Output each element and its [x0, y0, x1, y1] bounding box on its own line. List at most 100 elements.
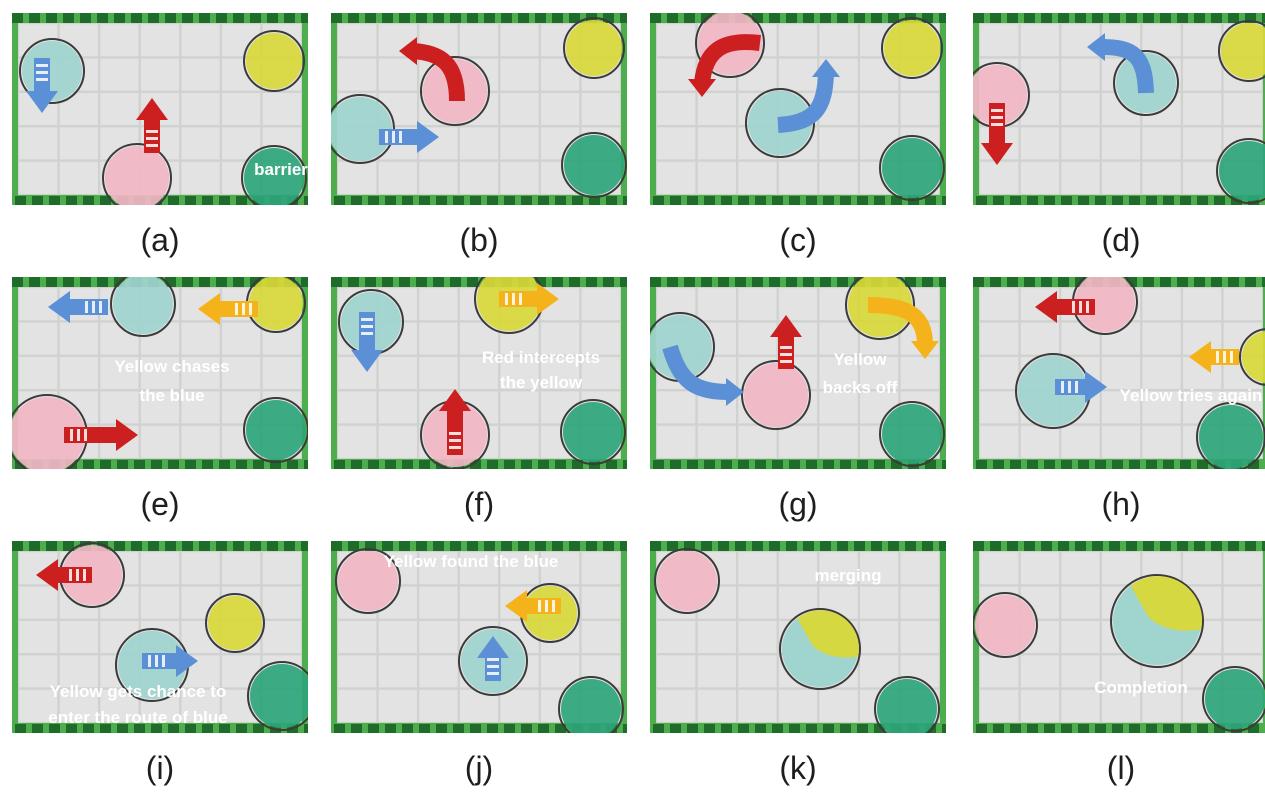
- blue-direction-arrow: [142, 645, 198, 677]
- yellow-direction-arrow: [505, 590, 561, 622]
- panel-photo-c: [650, 13, 946, 205]
- yellow-direction-arrow: [499, 283, 559, 315]
- panel-annotation: Yellow tries again: [1120, 386, 1263, 405]
- barrier-droplet: [564, 135, 624, 195]
- red-droplet: [105, 146, 169, 205]
- red-droplet-rim: [973, 592, 1038, 658]
- panel-annotation: backs off: [823, 378, 898, 397]
- panel-photo-i: Yellow gets chance to enter the route of …: [12, 541, 308, 733]
- panel-label: (d): [1101, 222, 1141, 258]
- barrier-droplet: [882, 138, 942, 198]
- blue-droplet-rim: [110, 277, 176, 337]
- panel-annotation: Yellow found the blue: [384, 552, 559, 571]
- panel-label: (j): [464, 750, 494, 786]
- barrier-droplet: [561, 679, 621, 733]
- yellow-droplet: [246, 33, 302, 89]
- barrier-droplet-rim: [558, 676, 624, 733]
- panel-label: (a): [140, 222, 180, 258]
- red-droplet-rim: [335, 548, 401, 614]
- panel-photo-l: Completion: [973, 541, 1265, 733]
- red-droplet: [973, 65, 1027, 125]
- blue-curved-arrow: [1087, 33, 1154, 94]
- blue-direction-arrow: [1055, 371, 1107, 403]
- barrier-droplet-rim: [1202, 666, 1265, 732]
- panel-photo-g: Yellow backs off: [650, 277, 946, 469]
- panel-l: Completion (l): [973, 541, 1265, 791]
- panel-annotation: Yellow: [834, 350, 888, 369]
- barrier-droplet-rim: [560, 399, 626, 465]
- red-droplet: [338, 551, 398, 611]
- panel-photo-d: [973, 13, 1265, 205]
- red-droplet-rim: [741, 360, 811, 430]
- yellow-droplet: [1221, 23, 1265, 79]
- red-droplet-rim: [654, 548, 720, 614]
- yellow-direction-arrow: [198, 293, 258, 325]
- panel-a: barrier (a): [12, 13, 308, 263]
- blue-curved-arrow: [777, 59, 840, 133]
- panel-b: (b): [331, 13, 627, 263]
- blue-droplet-rim: [458, 626, 528, 696]
- red-droplet-rim: [102, 143, 172, 205]
- yellow-droplet-rim: [563, 17, 625, 79]
- red-direction-arrow: [1035, 291, 1095, 323]
- panel-annotation: Yellow chases: [114, 357, 229, 376]
- panel-photo-j: Yellow found the blue: [331, 541, 627, 733]
- barrier-droplet-rim: [879, 401, 945, 467]
- red-direction-arrow: [64, 419, 138, 451]
- blue-droplet: [1018, 356, 1088, 426]
- panel-photo-e: Yellow chases the blue: [12, 277, 308, 469]
- panel-annotation: the blue: [139, 386, 204, 405]
- panel-annotation: merging: [814, 566, 881, 585]
- barrier-droplet-rim: [874, 676, 940, 733]
- blue-droplet: [650, 315, 712, 379]
- blue-direction-arrow: [379, 121, 439, 153]
- yellow-droplet: [884, 20, 940, 76]
- panel-photo-a: barrier: [12, 13, 308, 205]
- yellow-droplet: [249, 277, 303, 330]
- red-direction-arrow: [36, 559, 92, 591]
- yellow-droplet: [208, 596, 262, 650]
- blue-direction-arrow: [48, 291, 108, 323]
- barrier-droplet-rim: [561, 132, 627, 198]
- panel-annotation: Yellow gets chance to: [50, 682, 227, 701]
- red-droplet: [1075, 277, 1135, 332]
- panel-photo-b: [331, 13, 627, 205]
- yellow-droplet-rim: [881, 17, 943, 79]
- barrier-droplet-rim: [243, 397, 308, 463]
- red-droplet: [744, 363, 808, 427]
- blue-direction-arrow: [351, 312, 383, 372]
- red-direction-arrow: [439, 389, 471, 455]
- yellow-droplet-rim: [205, 593, 265, 653]
- red-direction-arrow: [981, 103, 1013, 165]
- barrier-droplet-rim: [241, 145, 307, 205]
- panel-label: (h): [1101, 486, 1141, 522]
- red-droplet-rim: [695, 13, 765, 78]
- barrier-droplet: [1219, 141, 1265, 201]
- red-droplet: [657, 551, 717, 611]
- blue-droplet: [331, 97, 392, 161]
- panel-label: (k): [779, 750, 817, 786]
- panel-annotation: enter the route of blue: [48, 708, 227, 727]
- panel-h: Yellow tries again (h): [973, 277, 1265, 527]
- barrier-droplet-rim: [247, 661, 308, 731]
- panel-annotation: Red intercepts: [482, 348, 600, 367]
- panel-c: (c): [650, 13, 946, 263]
- panel-label: (l): [1106, 750, 1136, 786]
- yellow-droplet: [566, 20, 622, 76]
- barrier-droplet-rim: [879, 135, 945, 201]
- barrier-droplet: [882, 404, 942, 464]
- barrier-droplet-rim: [1196, 402, 1265, 469]
- red-curved-arrow: [688, 34, 761, 97]
- panel-label: (i): [145, 750, 175, 786]
- barrier-droplet: [563, 402, 623, 462]
- panel-label: (f): [463, 486, 495, 522]
- yellow-droplet-rim: [1239, 328, 1265, 386]
- panel-label: (c): [779, 222, 817, 258]
- panel-annotation: barrier: [254, 160, 308, 179]
- yellow-droplet: [1242, 331, 1265, 383]
- panel-d: (d): [973, 13, 1265, 263]
